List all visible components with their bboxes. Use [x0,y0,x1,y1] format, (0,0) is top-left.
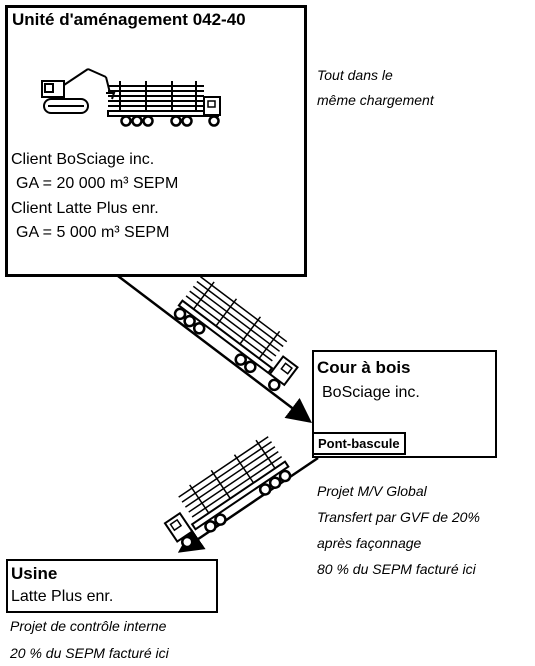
client-1: Client BoSciage inc. [11,151,155,168]
note-right-line1: Projet M/V Global [317,483,427,499]
unite-amenagement-box: Unité d'aménagement 042-40 [5,5,307,277]
pont-bascule-label: Pont-bascule [312,432,406,455]
note-bottom-line2: 20 % du SEPM facturé ici [10,645,169,661]
ga-2: GA = 5 000 m³ SEPM [16,224,170,241]
note-top-line1: Tout dans le [317,67,393,83]
note-right-line2: Transfert par GVF de 20% [317,509,480,525]
forestry-machines-icon [41,68,221,127]
cour-title: Cour à bois [317,358,411,377]
arrow-to-usine [177,456,319,553]
cour-a-bois-box: Cour à bois BoSciage inc. Pont-bascule [312,350,497,458]
note-right-line4: 80 % du SEPM facturé ici [317,561,476,577]
arrow-to-cour [117,275,312,424]
cour-subtitle: BoSciage inc. [322,384,420,401]
usine-box: Usine Latte Plus enr. [6,559,218,613]
usine-subtitle: Latte Plus enr. [11,588,114,605]
client-2: Client Latte Plus enr. [11,200,159,217]
ga-1: GA = 20 000 m³ SEPM [16,175,179,192]
note-right-line3: après façonnage [317,535,422,551]
unite-title: Unité d'aménagement 042-40 [12,10,246,29]
note-bottom-line1: Projet de contrôle interne [10,618,167,634]
usine-title: Usine [11,564,58,583]
note-top-line2: même chargement [317,92,434,108]
